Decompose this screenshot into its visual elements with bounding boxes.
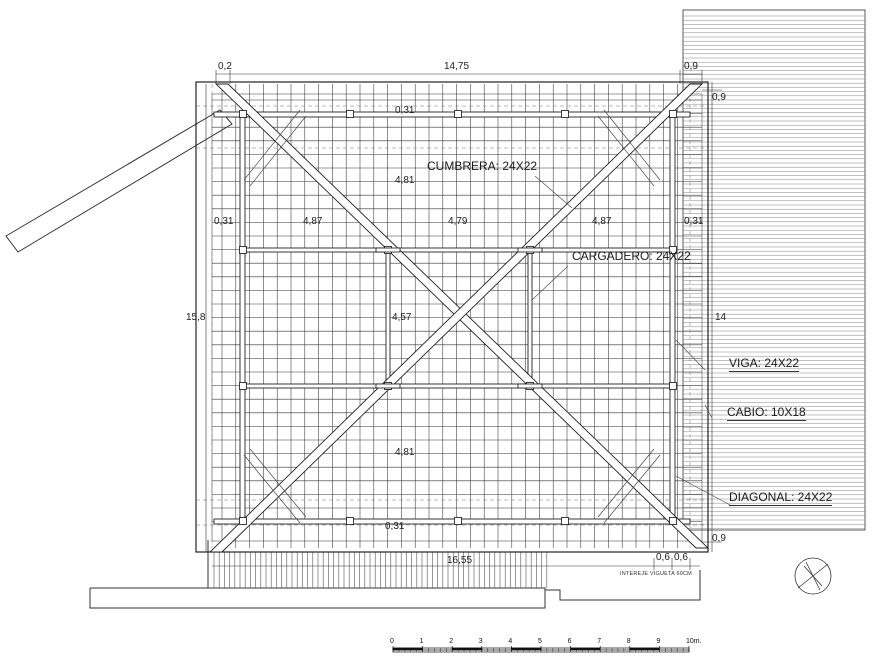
- dim-upper-offset: 0,31: [395, 105, 415, 116]
- dim-left-span: 4,87: [303, 216, 323, 227]
- scale-bar-segment: [511, 647, 542, 651]
- braces: [243, 109, 661, 524]
- callout-cabio: CABIO: 10X18: [727, 405, 806, 421]
- spacing-note: INTEREJE VIGUETA 60CM: [620, 571, 692, 577]
- dim-right-total: 14: [715, 312, 727, 323]
- connector-plate: [454, 517, 462, 525]
- left-stair-ramp: [5, 109, 233, 253]
- dim-top-overhang-right: 0,9: [684, 61, 698, 72]
- scale-bar-label: 1: [419, 638, 424, 645]
- dim-center-span: 4,79: [448, 216, 468, 227]
- stair-treads: [213, 552, 548, 588]
- connector-strap: [375, 383, 401, 389]
- connector-plate: [346, 517, 354, 525]
- dim-lower-offset: 0,31: [385, 521, 405, 532]
- scale-bar-segment: [629, 647, 660, 651]
- connector-plate: [561, 517, 569, 525]
- scale-bar-label: 8: [626, 638, 631, 645]
- dim-upper-span: 4,81: [395, 175, 415, 186]
- dim-lower-span: 4,81: [395, 447, 415, 458]
- dim-middle-span: 4,57: [392, 312, 412, 323]
- scale-bar: [392, 646, 690, 653]
- scale-bar-label: 5: [538, 638, 542, 645]
- scale-bar-segment: [392, 647, 423, 651]
- connector-plate: [239, 517, 247, 525]
- dim-left-offset: 0,31: [214, 216, 234, 227]
- scale-bar-label: 2: [449, 638, 454, 645]
- dim-bottom-bay-1: 0,6: [656, 552, 670, 563]
- dim-bottom-total: 16,55: [447, 555, 473, 566]
- connector-strap: [517, 247, 543, 253]
- connector-plate: [454, 110, 462, 118]
- callout-diagonal: DIAGONAL: 24X22: [729, 490, 833, 506]
- scale-bar-label: 6: [567, 638, 572, 645]
- hidden-lines: [196, 84, 708, 548]
- scale-bar-label: 9: [656, 638, 661, 645]
- connector-plate: [239, 246, 247, 254]
- scale-bar-segment: [570, 647, 601, 651]
- connector-plate: [669, 110, 677, 118]
- connector-plate: [669, 246, 677, 254]
- diagonals: [208, 83, 710, 553]
- dim-right-overhang-bottom: 0,9: [712, 533, 726, 544]
- dim-right-offset: 0,31: [684, 216, 704, 227]
- bottom-platform: [89, 540, 701, 609]
- scale-bar-label: 4: [508, 638, 513, 645]
- connector-plate: [239, 382, 247, 390]
- callout-cumbrera: CUMBRERA: 24X22: [427, 159, 538, 173]
- dimension-lines: [205, 70, 722, 570]
- scale-bar-label: 3: [478, 638, 483, 645]
- connector-plate: [669, 517, 677, 525]
- connector-strap: [517, 383, 543, 389]
- dim-top-overhang-left: 0,2: [218, 61, 232, 72]
- dim-top-total: 14,75: [444, 61, 470, 72]
- scale-bar-label: 0: [390, 638, 394, 645]
- connector-plates: [239, 110, 677, 525]
- connector-plate: [561, 110, 569, 118]
- connector-plate: [346, 110, 354, 118]
- callout-viga: VIGA: 24X22: [729, 356, 800, 372]
- dim-right-overhang-top: 0,9: [712, 92, 726, 103]
- adjacent-roof: [682, 9, 866, 531]
- rafters: [212, 84, 702, 548]
- dim-right-span: 4,87: [592, 216, 612, 227]
- callout-leaders: [531, 175, 731, 506]
- scale-bar-segment: [451, 647, 483, 651]
- dim-bottom-bay-2: 0,6: [674, 552, 688, 563]
- north-arrow-icon: [794, 557, 832, 595]
- scale-bar-label: 7: [597, 638, 602, 645]
- connector-plate: [669, 382, 677, 390]
- connector-plate: [239, 110, 247, 118]
- callout-cargadero: CARGADERO: 24X22: [572, 249, 691, 263]
- connector-strap: [375, 247, 401, 253]
- dim-left-total: 15,8: [186, 312, 206, 323]
- scale-bar-label: 10m.: [686, 638, 702, 645]
